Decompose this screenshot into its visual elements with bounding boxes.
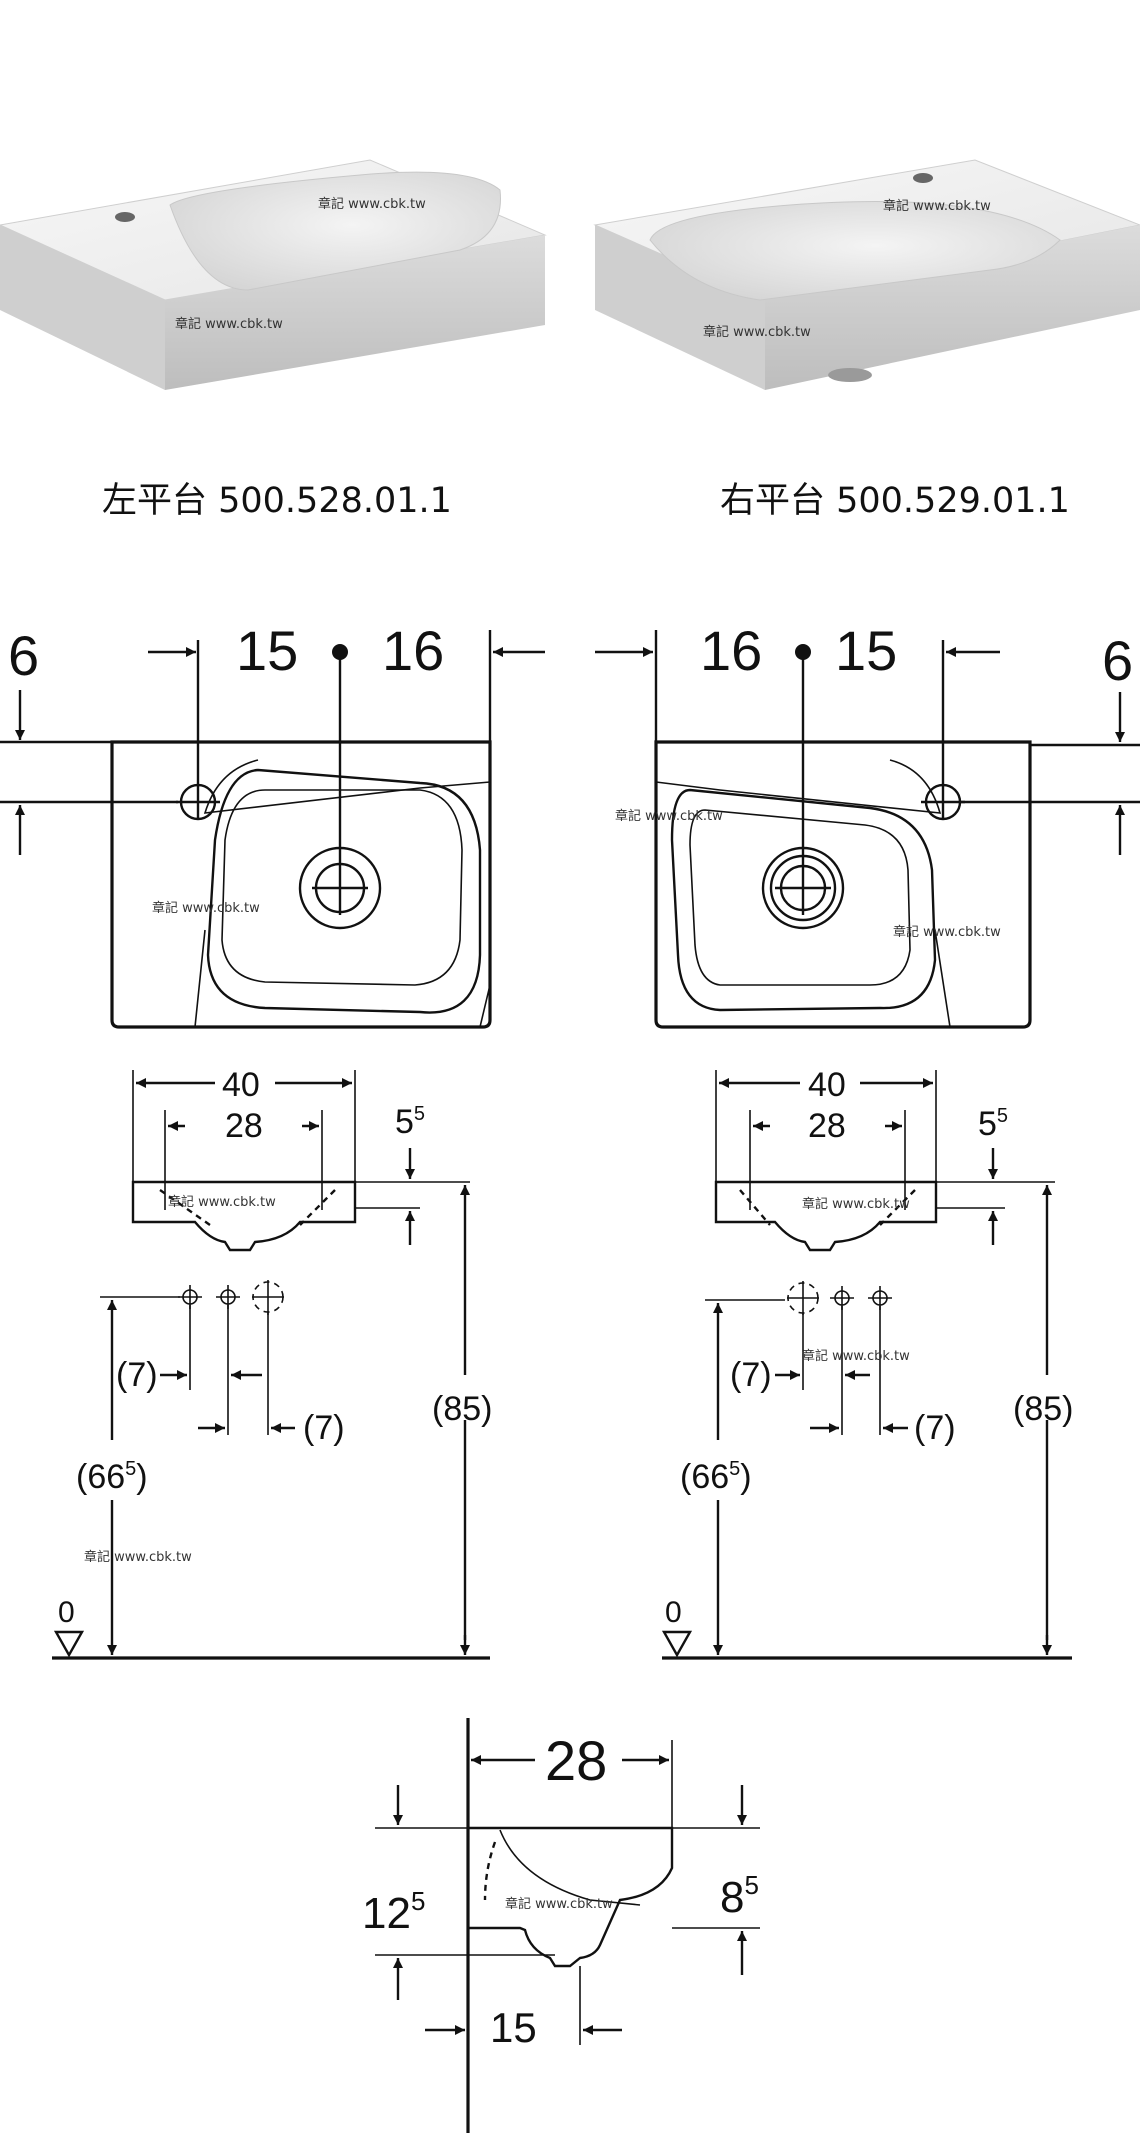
caption-left: 左平台 500.528.01.1 [102,481,452,521]
dim-a-right: 16 [700,619,762,682]
dim-width-left: 40 [222,1066,260,1104]
watermark: 章記 www.cbk.tw [175,316,283,332]
watermark: 章記 www.cbk.tw [168,1194,276,1210]
watermark: 章記 www.cbk.tw [505,1896,613,1912]
dim-b-left: 16 [382,619,444,682]
dim-rim-left: 55 [395,1103,425,1141]
dim-edge-left: 6 [8,624,39,687]
front-view-right [661,1070,1072,1660]
photo-right-sink [593,159,1140,390]
dim-side-total: 125 [362,1886,425,1938]
dim-outlet-right: (665) [680,1458,752,1496]
dim-outlet-left: (665) [76,1458,148,1496]
watermark: 章記 www.cbk.tw [615,808,723,824]
plan-view-left [0,630,545,1029]
watermark: 章記 www.cbk.tw [802,1196,910,1212]
dim-side-basin: 85 [720,1870,759,1922]
plan-view-right [595,630,1140,1029]
dim-a-left: 15 [236,619,298,682]
dim-offset-b-right: (7) [914,1409,956,1447]
dim-rim-right: 55 [978,1105,1008,1143]
watermark: 章記 www.cbk.tw [802,1348,910,1364]
dim-inner-right: 28 [808,1107,846,1145]
dim-edge-right: 6 [1102,629,1133,692]
caption-right: 右平台 500.529.01.1 [720,481,1070,521]
floor-level-left: 0 [58,1596,75,1629]
dim-offset-b-left: (7) [303,1409,345,1447]
side-view [375,1718,760,2133]
watermark: 章記 www.cbk.tw [84,1549,192,1565]
watermark: 章記 www.cbk.tw [318,196,426,212]
watermark: 章記 www.cbk.tw [883,198,991,214]
dim-offset-a-right: (7) [730,1356,772,1394]
dim-width-right: 40 [808,1066,846,1104]
dim-side-outlet: 15 [490,2004,537,2051]
watermark: 章記 www.cbk.tw [152,900,260,916]
dim-side-depth: 28 [545,1729,607,1792]
watermark: 章記 www.cbk.tw [703,324,811,340]
dim-height-right: (85) [1013,1390,1073,1428]
front-view-left [52,1070,490,1660]
dim-offset-a-left: (7) [116,1356,158,1394]
dim-inner-left: 28 [225,1107,263,1145]
dim-height-left: (85) [432,1390,492,1428]
floor-level-right: 0 [665,1596,682,1629]
watermark: 章記 www.cbk.tw [893,924,1001,940]
dim-b-right: 15 [835,619,897,682]
photo-left-sink [0,159,547,390]
